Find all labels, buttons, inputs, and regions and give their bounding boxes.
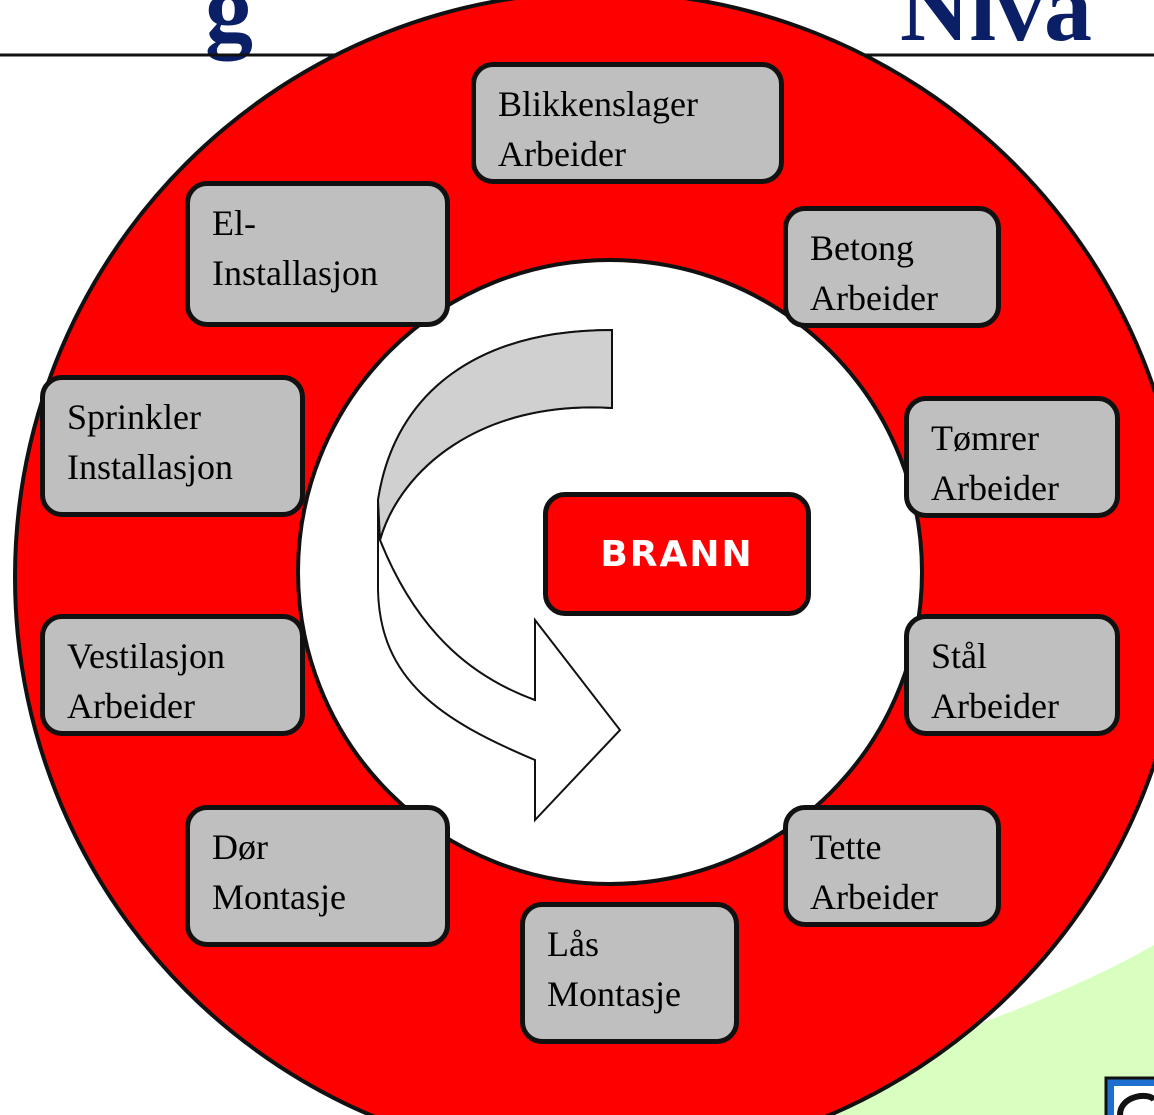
- task-box-tomrer: Tømrer Arbeider: [904, 396, 1120, 518]
- task-label-line1: Betong: [810, 228, 914, 268]
- task-label-line1: Tette: [810, 827, 882, 867]
- center-label: BRANN: [600, 533, 754, 575]
- task-label-line2: Arbeider: [498, 134, 626, 174]
- task-label-line2: Arbeider: [931, 468, 1059, 508]
- task-label-line1: Dør: [212, 827, 268, 867]
- title-fragment-right: Nivå: [900, 0, 1092, 61]
- task-label-line1: Sprinkler: [67, 397, 201, 437]
- task-label-line1: Tømrer: [931, 418, 1039, 458]
- task-box-sprinkler: Sprinkler Installasjon: [40, 375, 305, 517]
- task-label-line2: Arbeider: [931, 686, 1059, 726]
- task-box-las: Lås Montasje: [520, 902, 739, 1044]
- task-label-line1: Stål: [931, 636, 988, 676]
- green-wave-decor: [700, 945, 1154, 1115]
- center-brann-box: BRANN: [543, 492, 811, 616]
- task-label-line2: Montasje: [547, 974, 681, 1014]
- task-box-stal: Stål Arbeider: [904, 614, 1120, 736]
- task-label-line1: Vestilasjon: [67, 636, 225, 676]
- task-label-line1: Lås: [547, 924, 599, 964]
- task-label-line2: Arbeider: [810, 877, 938, 917]
- curved-arrow-shade: [376, 328, 613, 541]
- task-label-line1: El-: [212, 203, 256, 243]
- logo-icon: [1104, 1076, 1154, 1115]
- task-box-betong: Betong Arbeider: [783, 206, 1001, 328]
- task-box-blikkenslager: Blikkenslager Arbeider: [471, 62, 784, 184]
- task-label-line2: Installasjon: [212, 253, 378, 293]
- task-label-line1: Blikkenslager: [498, 84, 698, 124]
- task-box-vestilasjon: Vestilasjon Arbeider: [40, 614, 305, 736]
- task-label-line2: Arbeider: [67, 686, 195, 726]
- task-label-line2: Installasjon: [67, 447, 233, 487]
- task-label-line2: Montasje: [212, 877, 346, 917]
- title-fragment-left: g: [205, 0, 253, 61]
- task-box-tette: Tette Arbeider: [783, 805, 1001, 927]
- task-box-el-installasjon: El- Installasjon: [185, 181, 450, 327]
- task-label-line2: Arbeider: [810, 278, 938, 318]
- task-box-dor: Dør Montasje: [185, 805, 450, 947]
